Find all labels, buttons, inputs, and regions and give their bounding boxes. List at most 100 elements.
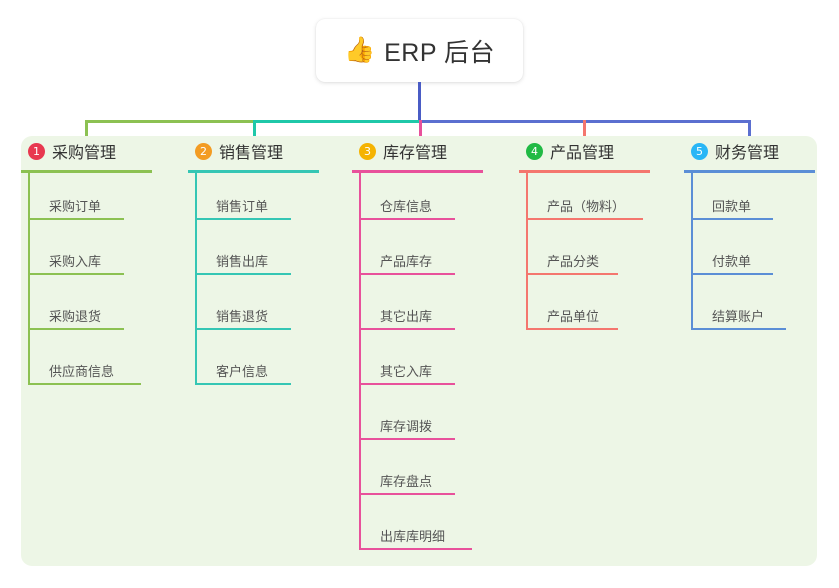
- column-body-inventory: 仓库信息产品库存其它出库其它入库库存调拨库存盘点出库库明细: [352, 173, 483, 558]
- menu-item-rule: [28, 218, 124, 220]
- menu-item[interactable]: 产品分类: [519, 228, 650, 283]
- menu-item-label: 付款单: [712, 254, 752, 269]
- connector-bus-segment-1: [85, 120, 256, 123]
- menu-item-rule: [195, 273, 291, 275]
- menu-item[interactable]: 客户信息: [188, 338, 319, 393]
- column-purchasing: 1 采购管理采购订单采购入库采购退货供应商信息: [21, 136, 152, 393]
- column-badge-product: 4: [526, 142, 543, 160]
- column-body-finance: 回款单付款单结算账户: [684, 173, 815, 338]
- menu-item-rule: [691, 328, 786, 330]
- menu-item[interactable]: 产品库存: [352, 228, 483, 283]
- thumbs-up-icon: 👍: [343, 36, 376, 64]
- mindmap-panel: 1 采购管理采购订单采购入库采购退货供应商信息 2 销售管理销售订单销售出库销售退货客…: [21, 136, 817, 566]
- menu-item[interactable]: 销售退货: [188, 283, 319, 338]
- column-body-product: 产品（物料） 产品分类产品单位: [519, 173, 650, 338]
- connector-drop-4: [583, 120, 586, 146]
- column-rule-purchasing: [21, 170, 152, 173]
- menu-item-rule: [526, 218, 643, 220]
- column-header-finance[interactable]: 5 财务管理: [684, 136, 815, 166]
- menu-item[interactable]: 回款单: [684, 173, 815, 228]
- menu-item-label: 销售订单: [216, 199, 269, 214]
- menu-item-rule: [359, 328, 455, 330]
- menu-item-label: 产品库存: [380, 254, 433, 269]
- column-finance: 5 财务管理回款单付款单结算账户: [684, 136, 815, 338]
- menu-item[interactable]: 其它出库: [352, 283, 483, 338]
- menu-item[interactable]: 出库库明细: [352, 503, 483, 558]
- column-title-sales: 销售管理: [219, 145, 284, 162]
- menu-item-label: 结算账户: [712, 309, 765, 324]
- menu-item-rule: [359, 218, 455, 220]
- column-header-sales[interactable]: 2 销售管理: [188, 136, 319, 166]
- menu-item-label: 产品分类: [547, 254, 600, 269]
- menu-item-label: 采购入库: [49, 254, 102, 269]
- menu-item-rule: [691, 218, 773, 220]
- menu-item[interactable]: 销售出库: [188, 228, 319, 283]
- menu-item[interactable]: 产品（物料）: [519, 173, 650, 228]
- menu-item-rule: [195, 328, 291, 330]
- menu-item[interactable]: 库存盘点: [352, 448, 483, 503]
- menu-item-rule: [359, 493, 455, 495]
- connector-root-stem: [418, 82, 421, 123]
- menu-item-rule: [526, 273, 618, 275]
- menu-item-rule: [526, 328, 618, 330]
- column-badge-finance: 5: [691, 142, 708, 160]
- menu-item-label: 产品单位: [547, 309, 600, 324]
- connector-bus-segment-2: [253, 120, 422, 123]
- column-title-purchasing: 采购管理: [52, 145, 117, 162]
- menu-item-rule: [28, 273, 124, 275]
- column-header-purchasing[interactable]: 1 采购管理: [21, 136, 152, 166]
- column-title-inventory: 库存管理: [383, 145, 448, 162]
- connector-drop-2: [253, 120, 256, 146]
- menu-item-rule: [359, 548, 472, 550]
- menu-item[interactable]: 采购订单: [21, 173, 152, 228]
- menu-item[interactable]: 库存调拨: [352, 393, 483, 448]
- column-spine-inventory: [359, 173, 361, 550]
- menu-item-rule: [195, 218, 291, 220]
- column-rule-product: [519, 170, 650, 173]
- menu-item-label: 回款单: [712, 199, 752, 214]
- menu-item-label: 库存盘点: [380, 474, 433, 489]
- column-spine-sales: [195, 173, 197, 385]
- column-rule-finance: [684, 170, 815, 173]
- menu-item[interactable]: 采购退货: [21, 283, 152, 338]
- menu-item-label: 产品（物料）: [547, 199, 626, 214]
- menu-item-rule: [28, 383, 141, 385]
- menu-item-label: 采购订单: [49, 199, 102, 214]
- menu-item-label: 采购退货: [49, 309, 102, 324]
- connector-drop-1: [85, 120, 88, 146]
- menu-item[interactable]: 仓库信息: [352, 173, 483, 228]
- connector-drop-5: [748, 120, 751, 146]
- column-body-sales: 销售订单销售出库销售退货客户信息: [188, 173, 319, 393]
- menu-item-label: 销售出库: [216, 254, 269, 269]
- menu-item[interactable]: 供应商信息: [21, 338, 152, 393]
- column-sales: 2 销售管理销售订单销售出库销售退货客户信息: [188, 136, 319, 393]
- root-node[interactable]: 👍 ERP 后台: [316, 19, 523, 82]
- menu-item-label: 其它出库: [380, 309, 433, 324]
- menu-item[interactable]: 其它入库: [352, 338, 483, 393]
- menu-item-rule: [691, 273, 773, 275]
- menu-item[interactable]: 采购入库: [21, 228, 152, 283]
- menu-item-label: 供应商信息: [49, 364, 115, 379]
- menu-item-label: 销售退货: [216, 309, 269, 324]
- menu-item[interactable]: 付款单: [684, 228, 815, 283]
- column-rule-sales: [188, 170, 319, 173]
- menu-item-rule: [28, 328, 124, 330]
- connector-drop-3: [419, 120, 422, 146]
- menu-item-rule: [359, 438, 455, 440]
- column-badge-purchasing: 1: [28, 142, 45, 160]
- column-spine-finance: [691, 173, 693, 330]
- column-spine-product: [526, 173, 528, 330]
- menu-item-rule: [359, 273, 455, 275]
- menu-item-label: 其它入库: [380, 364, 433, 379]
- menu-item[interactable]: 产品单位: [519, 283, 650, 338]
- column-spine-purchasing: [28, 173, 30, 385]
- menu-item-label: 库存调拨: [380, 419, 433, 434]
- column-badge-sales: 2: [195, 142, 212, 160]
- menu-item[interactable]: 销售订单: [188, 173, 319, 228]
- column-title-finance: 财务管理: [715, 145, 780, 162]
- menu-item-rule: [195, 383, 291, 385]
- menu-item[interactable]: 结算账户: [684, 283, 815, 338]
